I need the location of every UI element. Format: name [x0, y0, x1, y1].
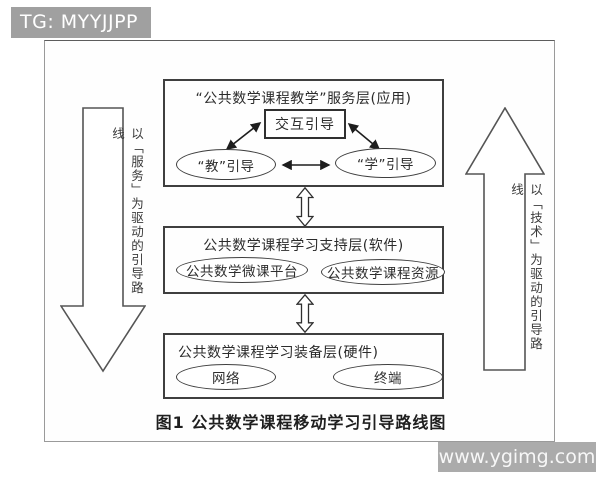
layer2-layer3-connector — [295, 293, 315, 337]
bidirectional-arrow-icon — [295, 293, 315, 334]
technology-driven-path-arrow: 以「技术」为驱动的引导路线 — [465, 107, 545, 372]
diagram-frame: 以「服务」为驱动的引导路线 以「技术」为驱动的引导路线 “公共数学课程教学”服务… — [44, 40, 555, 442]
node-network: 网络 — [176, 364, 276, 390]
node-terminal: 终端 — [333, 364, 443, 390]
watermark-site-bar: www.ygimg.com — [438, 442, 596, 472]
watermark-tag-text: TG: MYYJJPP — [20, 11, 138, 33]
node-teach-guidance: “教”引导 — [176, 149, 276, 180]
layer-service-application: “公共数学课程教学”服务层(应用) 交互引导 “教”引导 “学”引导 — [163, 79, 444, 187]
node-learn-guidance: “学”引导 — [335, 148, 436, 178]
watermark-site-text: www.ygimg.com — [438, 446, 596, 468]
node-course-resources: 公共数学课程资源 — [321, 259, 445, 285]
node-interaction-guidance: 交互引导 — [264, 109, 346, 139]
layer-equipment-title: 公共数学课程学习装备层(硬件) — [178, 345, 379, 361]
figure-caption: 图1 公共数学课程移动学习引导路线图 — [155, 413, 447, 432]
layer-equipment-hardware: 公共数学课程学习装备层(硬件) 网络 终端 — [163, 333, 444, 399]
service-driven-path-arrow: 以「服务」为驱动的引导路线 — [60, 107, 146, 373]
technology-driven-path-label: 以「技术」为驱动的引导路线 — [509, 183, 543, 351]
node-micro-course-platform: 公共数学微课平台 — [176, 257, 308, 283]
layer-service-title: “公共数学课程教学”服务层(应用) — [195, 91, 412, 107]
layer-support-title: 公共数学课程学习支持层(软件) — [203, 238, 404, 254]
down-arrow-icon — [60, 107, 146, 373]
service-driven-path-label: 以「服务」为驱动的引导路线 — [110, 127, 144, 295]
layer1-layer2-connector — [295, 186, 315, 231]
up-arrow-icon — [465, 107, 545, 371]
bidirectional-arrow-icon — [295, 186, 315, 228]
watermark-tag-banner: TG: MYYJJPP — [11, 7, 151, 38]
layer-support-software: 公共数学课程学习支持层(软件) 公共数学微课平台 公共数学课程资源 — [163, 226, 445, 294]
